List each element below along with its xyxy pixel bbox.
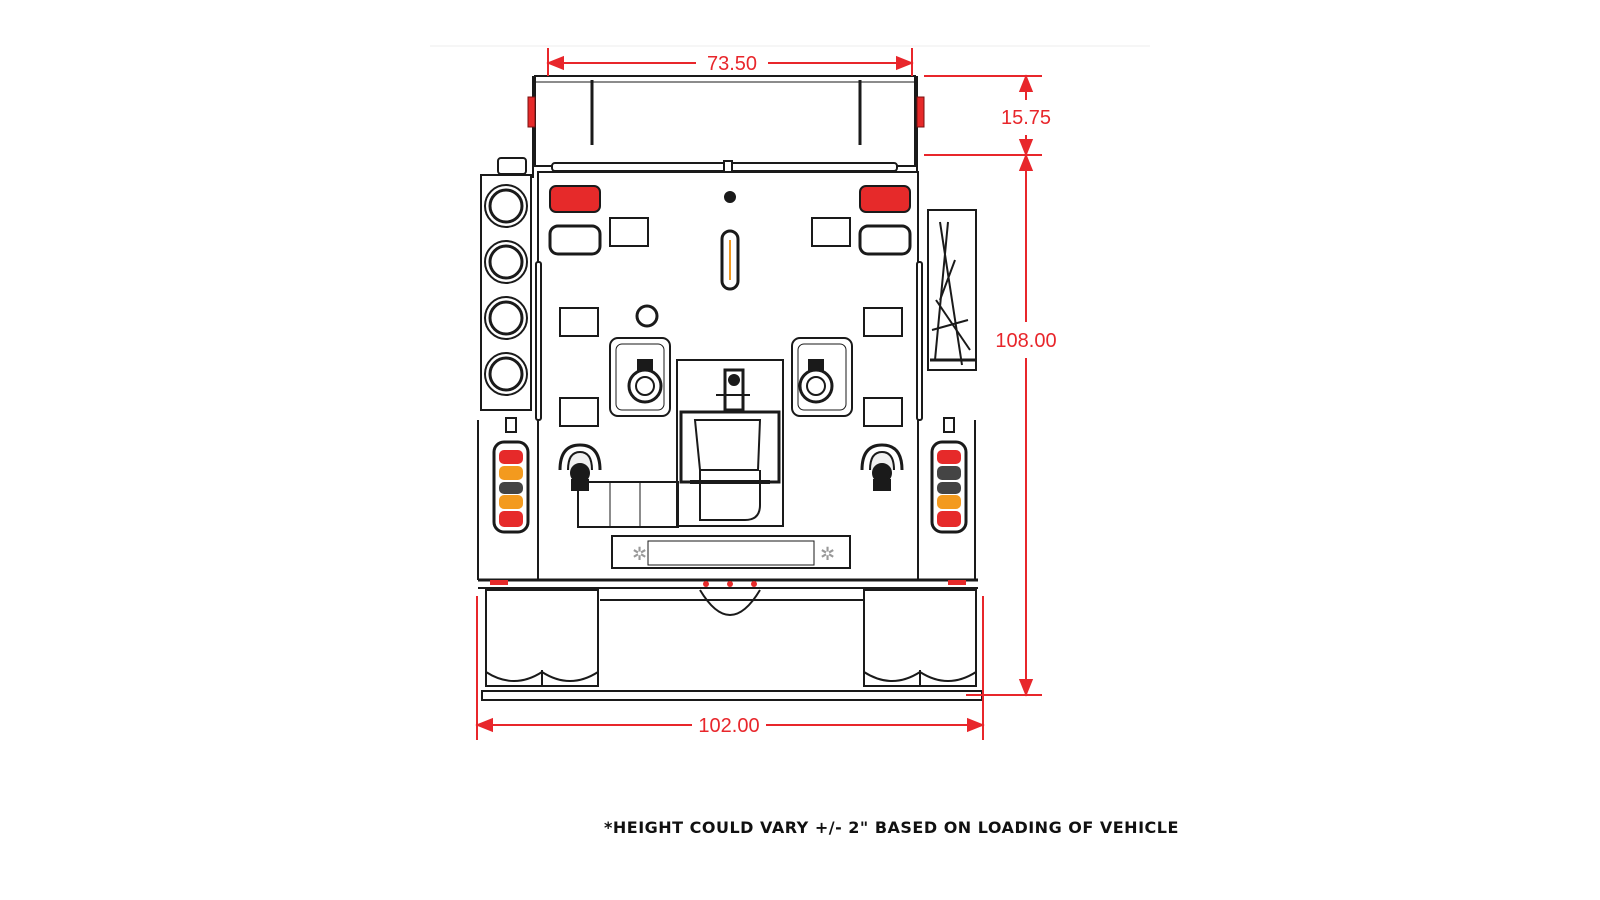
hose-reel-box: [577, 481, 679, 528]
pressure-gauge: [635, 304, 659, 328]
tail-light-right: [930, 417, 968, 534]
equipment-rack: [927, 209, 977, 371]
light-bar: [532, 75, 918, 178]
cubby-box: [811, 217, 851, 247]
dim-body-height: 108.00: [995, 330, 1056, 352]
truck-rear-view: ✲ ✲: [477, 75, 983, 701]
center-pump-assembly: [676, 359, 784, 527]
cubby-box: [609, 217, 649, 247]
marker-light-left: [527, 96, 536, 128]
brake-light-left: [549, 185, 601, 213]
discharge-outlet-left: [609, 337, 671, 417]
marker-light-right: [916, 96, 925, 128]
reflector: [490, 580, 508, 585]
cubby-box: [559, 397, 599, 427]
dimension-lines: [475, 48, 1042, 740]
camera-fixture: [724, 191, 736, 203]
dim-top-width: 73.50: [707, 53, 757, 75]
grab-rail-right: [916, 261, 923, 421]
svg-text:✲: ✲: [820, 544, 835, 565]
height-footnote: *HEIGHT COULD VARY +/- 2" BASED ON LOADI…: [604, 818, 1179, 837]
rear-axle: [699, 589, 761, 616]
tow-hook-left: [558, 443, 602, 491]
cubby-box: [863, 307, 903, 337]
dim-overall-width: 102.00: [698, 715, 759, 737]
cubby-box: [559, 307, 599, 337]
tail-light-left: [492, 417, 530, 534]
ground-line: [481, 690, 983, 701]
reflector: [948, 580, 966, 585]
tow-hook-right: [860, 443, 904, 491]
svg-text:✲: ✲: [632, 544, 647, 565]
rear-wheels-left: [485, 589, 599, 687]
rear-step-bumper: ✲ ✲: [611, 535, 851, 569]
brake-light-right: [859, 185, 911, 213]
backup-light-left: [548, 224, 602, 256]
rear-wheels-right: [863, 589, 977, 687]
grab-rail-left: [535, 261, 542, 421]
cubby-box: [863, 397, 903, 427]
discharge-outlet-right: [791, 337, 853, 417]
dim-light-bar-height: 15.75: [1001, 107, 1051, 129]
backup-light-right: [858, 224, 912, 256]
traffic-signal-column: [480, 157, 532, 411]
